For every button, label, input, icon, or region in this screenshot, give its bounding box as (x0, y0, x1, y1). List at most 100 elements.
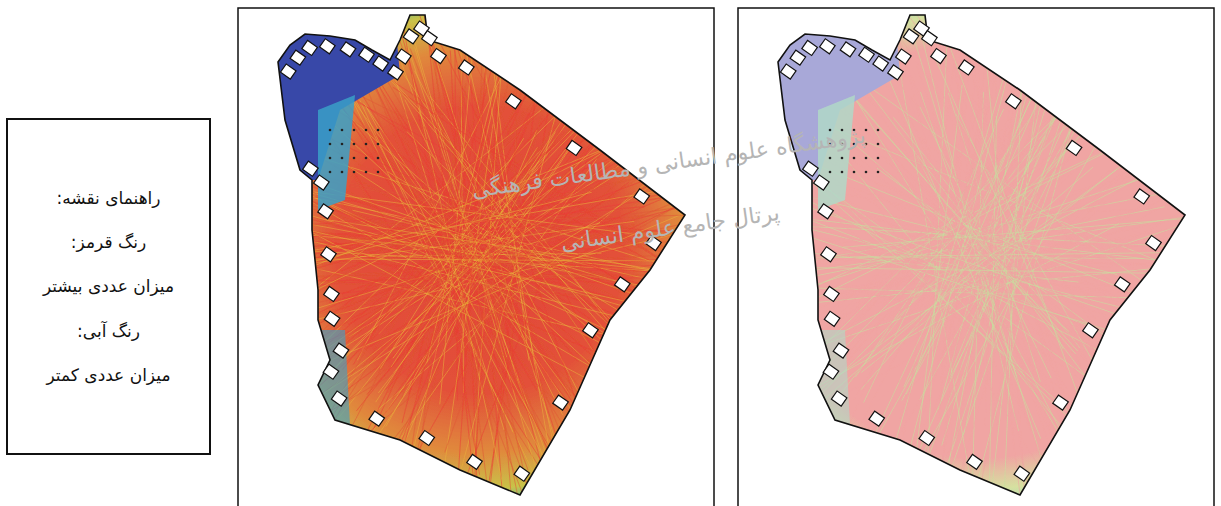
building-block (583, 323, 599, 338)
building-block (922, 31, 938, 46)
visibility-line (836, 78, 1078, 351)
building-block (324, 311, 340, 326)
visibility-line (139, 258, 765, 262)
visibility-line (320, 33, 567, 503)
building-block (831, 391, 847, 406)
column-dot (865, 129, 868, 132)
column-dot (365, 157, 368, 160)
building-block (369, 411, 385, 426)
building-block (824, 286, 840, 301)
legend-entry: میزان عددی کمتر (14, 364, 203, 386)
building-block (790, 50, 806, 65)
visibility-line (865, 22, 1041, 439)
column-dot (865, 157, 868, 160)
column-dot (329, 157, 332, 160)
column-dot (841, 157, 844, 160)
visibility-line (898, 110, 1040, 455)
visibility-line (906, 90, 1043, 394)
map-outline (778, 15, 1185, 495)
visibility-line (790, 201, 1148, 325)
column-dot (341, 143, 344, 146)
building-block (840, 42, 856, 57)
visibility-line (759, 0, 1076, 354)
low-value-zone (818, 330, 850, 425)
visibility-line (381, 61, 707, 348)
visibility-line (749, 126, 1120, 457)
building-block (422, 31, 438, 46)
visibility-line (843, 212, 1221, 247)
visibility-line (404, 0, 477, 506)
visibility-line (215, 188, 750, 343)
visibility-line (711, 162, 1221, 352)
column-dot (353, 129, 356, 132)
visibility-line (319, 79, 757, 338)
column-dot (365, 143, 368, 146)
column-dot (865, 171, 868, 174)
visibility-line (392, 1, 685, 399)
visibility-line (953, 97, 1016, 464)
legend-box: راهنمای نقشه:رنگ قرمز:میزان عددی بیشتررن… (6, 118, 211, 455)
map-fill (238, 0, 718, 506)
column-dot (365, 171, 368, 174)
legend-entry: میزان عددی بیشتر (14, 275, 203, 297)
column-dot (365, 129, 368, 132)
column-dot (877, 171, 880, 174)
column-dot (377, 129, 380, 132)
building-block (318, 204, 334, 219)
building-block (1006, 94, 1022, 109)
visibility-line (729, 206, 1221, 344)
building-block (1083, 323, 1099, 338)
building-block (290, 50, 306, 65)
building-block (959, 60, 975, 75)
building-block (896, 49, 912, 64)
visibility-line (257, 15, 692, 424)
building-block (333, 343, 349, 358)
column-dot (877, 129, 880, 132)
building-block (823, 364, 839, 379)
visibility-line (456, 39, 487, 506)
visibility-line (798, 69, 1120, 373)
building-block (314, 175, 330, 190)
visibility-line (678, 265, 1172, 273)
visibility-line (875, 36, 1135, 320)
column-dot (853, 171, 856, 174)
building-block (388, 65, 404, 80)
visibility-line (910, 152, 1142, 400)
column-dot (341, 157, 344, 160)
building-block (919, 430, 935, 445)
column-dot (341, 129, 344, 132)
visibility-line (170, 159, 713, 385)
building-block (373, 56, 389, 71)
visibility-line (426, 14, 475, 489)
building-block (514, 466, 530, 481)
building-block (614, 277, 630, 292)
building-block (888, 65, 904, 80)
building-block (821, 247, 837, 262)
column-dot (377, 143, 380, 146)
building-block (820, 39, 836, 54)
column-dot (329, 171, 332, 174)
building-block (359, 47, 375, 62)
building-block (802, 40, 818, 55)
building-block (331, 391, 347, 406)
visibility-line (834, 55, 1100, 320)
building-block (634, 189, 650, 204)
visibility-line (376, 15, 632, 402)
visibility-line (445, 104, 567, 452)
low-value-zone (318, 330, 350, 425)
building-block (1146, 236, 1162, 251)
column-dot (341, 171, 344, 174)
visibility-line (385, 191, 697, 304)
column-dot (377, 157, 380, 160)
building-block (324, 286, 340, 301)
building-block (566, 140, 582, 155)
visibility-line (886, 0, 1141, 339)
column-dot (829, 157, 832, 160)
visibility-line (862, 98, 1170, 387)
visibility-line (281, 266, 753, 310)
building-block (553, 395, 569, 410)
building-block (467, 454, 483, 469)
building-block (859, 47, 875, 62)
building-block (419, 430, 435, 445)
legend-entry: رنگ قرمز: (14, 231, 203, 253)
